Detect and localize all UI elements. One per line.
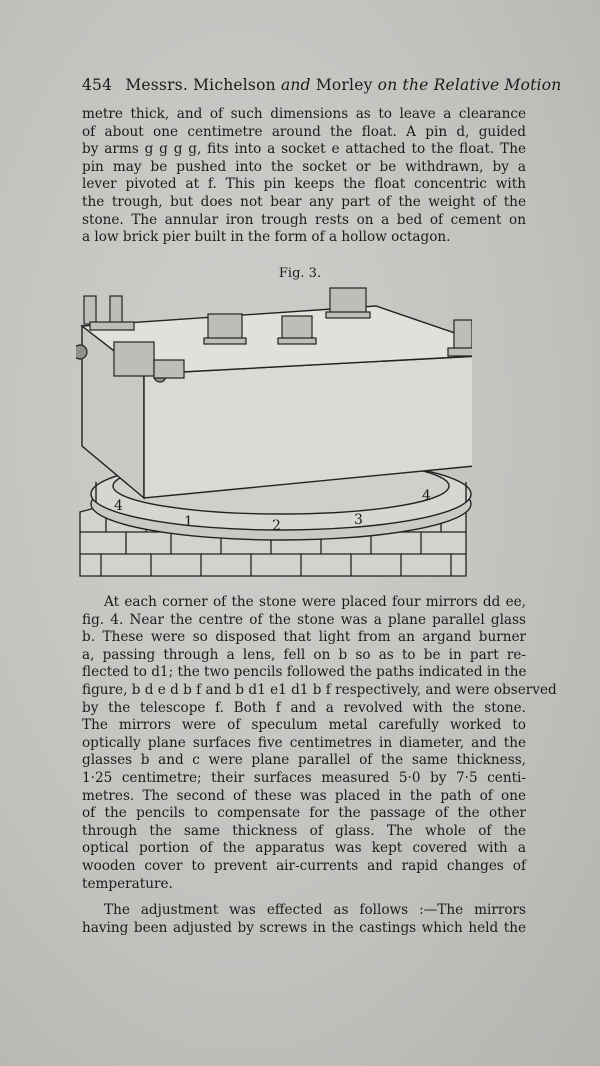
figure-labels: 4 1 2 3 4 bbox=[114, 488, 431, 534]
mirror-mounts bbox=[76, 287, 472, 383]
paragraph-adjustment: The adjustment was effected as follows :… bbox=[82, 902, 526, 937]
figure-caption: Fig. 3. bbox=[278, 266, 322, 281]
stone-block bbox=[80, 305, 472, 500]
text-line: wooden cover to prevent air-currents and… bbox=[82, 857, 526, 874]
header-and: and bbox=[280, 76, 311, 94]
text-line: having been adjusted by screws in the ca… bbox=[82, 919, 526, 936]
text-line: flected to d1; the two pencils followed … bbox=[82, 664, 527, 681]
text-line: stone. The annular iron trough rests on … bbox=[82, 211, 526, 228]
header-authors: Messrs. Michelson bbox=[125, 76, 276, 94]
paragraph-mirrors: At each corner of the stone were placed … bbox=[82, 594, 557, 893]
text-line: a, passing through a lens, fell on b so … bbox=[82, 646, 526, 663]
text-line: of the pencils to compensate for the pas… bbox=[82, 805, 526, 822]
text-line: the trough, but does not bear any part o… bbox=[82, 193, 526, 210]
text-line: through the same thickness of glass. The… bbox=[82, 822, 526, 839]
text-line: 1·25 centimetre; their surfaces measured… bbox=[82, 769, 526, 786]
figure-label: 2 bbox=[272, 518, 281, 534]
figure-label: 3 bbox=[354, 512, 363, 528]
text-line: of about one centimetre around the float… bbox=[82, 123, 526, 140]
text-line: The mirrors were of speculum metal caref… bbox=[82, 717, 526, 734]
text-line: figure, b d e d b f and b d1 e1 d1 b f r… bbox=[82, 681, 557, 698]
header-author2: Morley bbox=[315, 76, 373, 94]
text-line: pin may be pushed into the socket or be … bbox=[82, 158, 526, 175]
text-line: b. These were so disposed that light fro… bbox=[82, 629, 526, 646]
text-line: The adjustment was effected as follows :… bbox=[104, 902, 526, 918]
text-line: At each corner of the stone were placed … bbox=[104, 594, 526, 610]
text-line: metres. The second of these was placed i… bbox=[82, 787, 526, 804]
figure-label: 1 bbox=[184, 514, 193, 530]
text-line: fig. 4. Near the centre of the stone was… bbox=[82, 611, 526, 628]
paragraph-trough: metre thick, and of such dimensions as t… bbox=[82, 106, 526, 247]
text-line: optical portion of the apparatus was kep… bbox=[82, 840, 526, 857]
text-line: glasses b and c were plane parallel of t… bbox=[82, 752, 526, 769]
text-line: a low brick pier built in the form of a … bbox=[82, 229, 451, 246]
text-line: by the telescope f. Both f and a revolve… bbox=[82, 699, 526, 716]
page-number: 454 bbox=[82, 76, 113, 94]
text-line: optically plane surfaces five centimetre… bbox=[82, 734, 526, 751]
figure-label: 4 bbox=[114, 498, 123, 514]
figure-label: 4 bbox=[422, 488, 431, 504]
apparatus-figure: 4 1 2 3 4 bbox=[76, 287, 472, 577]
running-header: 454 Messrs. Michelson and Morley on the … bbox=[82, 76, 561, 94]
text-line: by arms g g g g, fits into a socket e at… bbox=[82, 141, 526, 158]
header-title: on the Relative Motion bbox=[377, 76, 562, 94]
text-line: temperature. bbox=[82, 875, 173, 892]
text-line: metre thick, and of such dimensions as t… bbox=[82, 106, 526, 122]
text-line: lever pivoted at f. This pin keeps the f… bbox=[82, 176, 526, 193]
